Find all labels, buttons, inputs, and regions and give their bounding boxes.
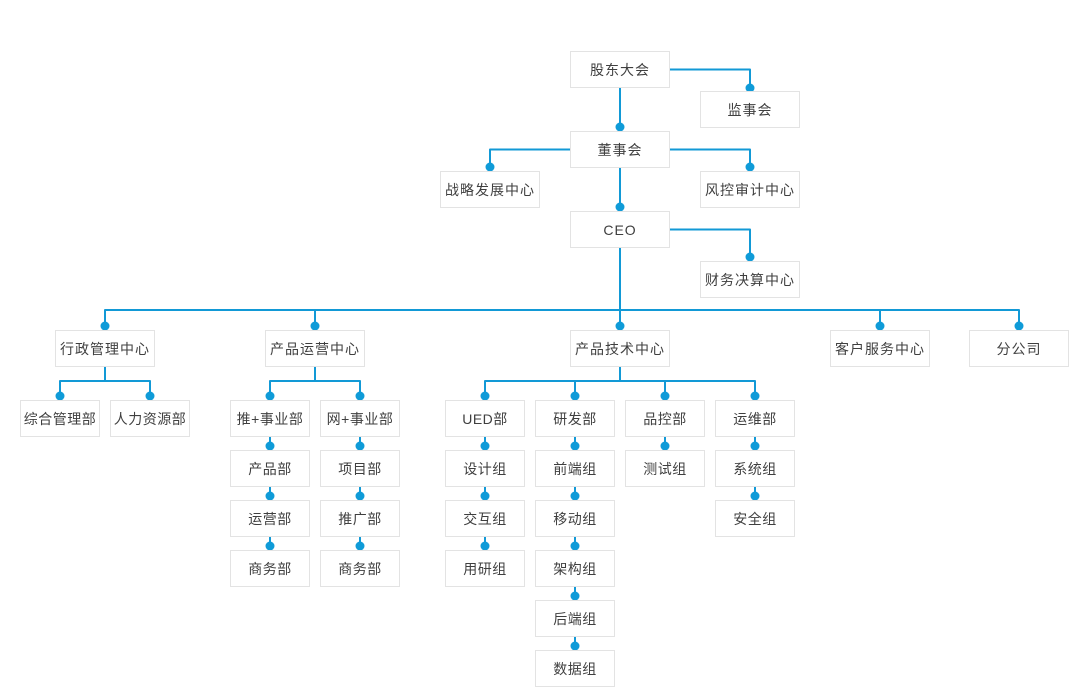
org-node-product-operation-center: 产品运营中心 <box>265 330 365 367</box>
org-node-ceo: CEO <box>570 211 670 248</box>
connector-line <box>670 148 751 167</box>
connector-line <box>670 228 751 257</box>
org-node-branch-company: 分公司 <box>969 330 1069 367</box>
org-node-testing-group: 测试组 <box>625 450 705 487</box>
org-node-risk-control-audit-center: 风控审计中心 <box>700 171 800 208</box>
org-node-board-of-directors: 董事会 <box>570 131 670 168</box>
connector-line <box>489 148 570 167</box>
org-node-financial-settlement-center: 财务决算中心 <box>700 261 800 298</box>
org-node-product-technology-center: 产品技术中心 <box>570 330 670 367</box>
org-node-security-group: 安全组 <box>715 500 795 537</box>
org-node-ued-dept: UED部 <box>445 400 525 437</box>
org-node-design-group: 设计组 <box>445 450 525 487</box>
org-node-supervisory-board: 监事会 <box>700 91 800 128</box>
connector-line <box>269 380 361 396</box>
org-node-promotion-dept: 推广部 <box>320 500 400 537</box>
connector-line <box>670 68 751 88</box>
org-node-qc-dept: 品控部 <box>625 400 705 437</box>
org-node-system-group: 系统组 <box>715 450 795 487</box>
connector-line <box>104 309 1020 326</box>
connector-line <box>484 380 756 396</box>
connector-line <box>59 380 151 396</box>
org-node-data-group: 数据组 <box>535 650 615 687</box>
org-node-tui-business-dept: 推+事业部 <box>230 400 310 437</box>
org-node-hr-dept: 人力资源部 <box>110 400 190 437</box>
org-node-business-dept-tui: 商务部 <box>230 550 310 587</box>
org-node-shareholders-meeting: 股东大会 <box>570 51 670 88</box>
org-node-frontend-group: 前端组 <box>535 450 615 487</box>
org-node-interaction-group: 交互组 <box>445 500 525 537</box>
org-node-rd-dept: 研发部 <box>535 400 615 437</box>
org-node-admin-management-center: 行政管理中心 <box>55 330 155 367</box>
org-node-architecture-group: 架构组 <box>535 550 615 587</box>
org-node-business-dept-wang: 商务部 <box>320 550 400 587</box>
org-node-mobile-group: 移动组 <box>535 500 615 537</box>
org-node-backend-group: 后端组 <box>535 600 615 637</box>
org-node-ops-dept: 运维部 <box>715 400 795 437</box>
org-node-user-research-group: 用研组 <box>445 550 525 587</box>
org-node-operation-dept: 运营部 <box>230 500 310 537</box>
org-node-strategy-development-center: 战略发展中心 <box>440 171 540 208</box>
org-node-product-dept: 产品部 <box>230 450 310 487</box>
org-node-general-management-dept: 综合管理部 <box>20 400 100 437</box>
org-node-customer-service-center: 客户服务中心 <box>830 330 930 367</box>
org-node-project-dept: 项目部 <box>320 450 400 487</box>
org-node-wang-business-dept: 网+事业部 <box>320 400 400 437</box>
